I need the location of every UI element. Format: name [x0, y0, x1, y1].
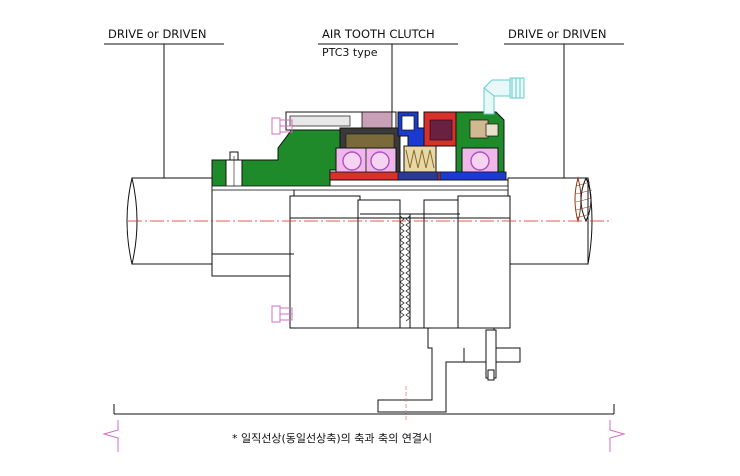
footnote-text: * 일직선상(동일선상축)의 축과 축의 연결시: [232, 431, 432, 445]
clutch-title: AIR TOOTH CLUTCH: [322, 27, 435, 41]
mounting-bolt-top: [271, 117, 293, 135]
right-shaft-label: DRIVE or DRIVEN: [508, 27, 606, 41]
clutch-teeth: [399, 215, 411, 322]
clutch-lower-body: [211, 187, 511, 329]
clutch-upper-section: [211, 111, 509, 191]
base-line: [102, 404, 626, 452]
clutch-type-label: PTC3 type: [322, 46, 378, 59]
torque-arm-bracket: [377, 327, 521, 413]
break-mark-right: [609, 420, 626, 452]
mounting-bolt-bottom: [271, 305, 293, 323]
left-shaft-label: DRIVE or DRIVEN: [108, 27, 206, 41]
bearing-left-pair: [335, 147, 397, 175]
air-inlet-fitting: [483, 77, 525, 115]
break-mark-left: [102, 420, 119, 452]
bearing-right: [461, 147, 499, 175]
